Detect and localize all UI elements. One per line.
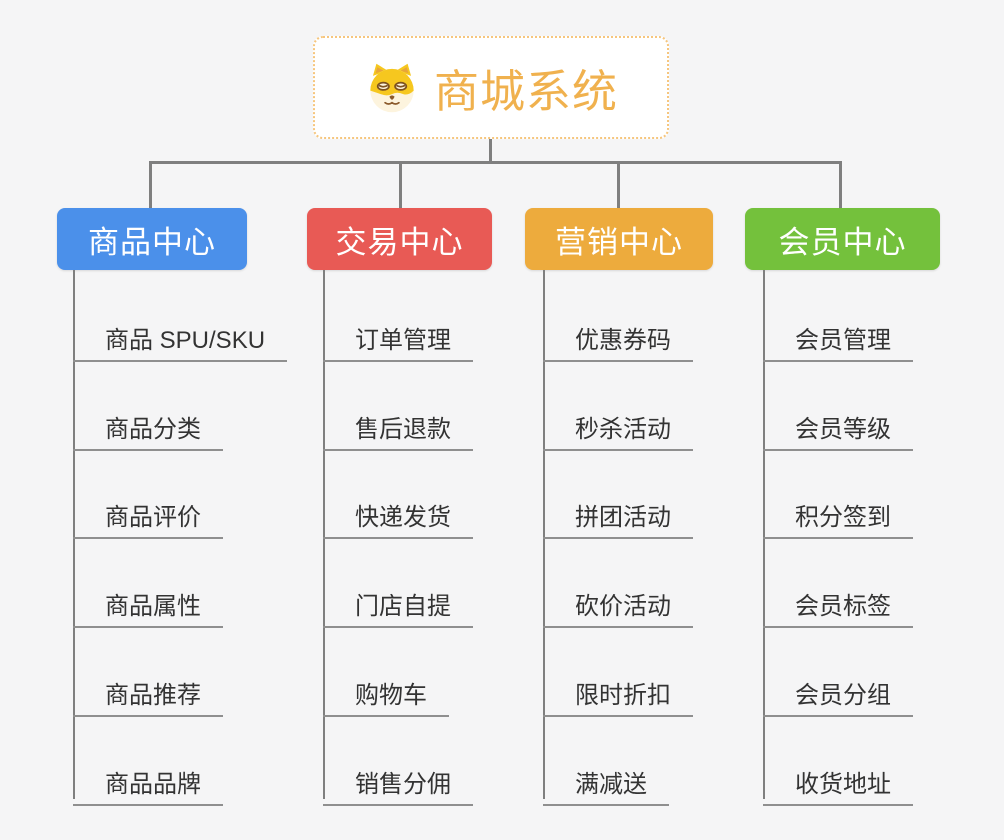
sub-item-label: 会员管理 [795,327,891,354]
sub-item[interactable]: 秒杀活动 [543,404,693,451]
connector-drop-3 [617,161,620,209]
sub-item[interactable]: 商品评价 [73,492,223,539]
sub-item-label: 销售分佣 [355,771,451,798]
sub-item[interactable]: 销售分佣 [323,759,473,806]
sub-item[interactable]: 会员标签 [763,581,913,628]
sub-item[interactable]: 收货地址 [763,759,913,806]
sub-item-label: 会员分组 [795,682,891,709]
sub-item[interactable]: 优惠券码 [543,315,693,362]
sub-item[interactable]: 商品分类 [73,404,223,451]
sub-item-label: 限时折扣 [575,682,671,709]
sub-item[interactable]: 积分签到 [763,492,913,539]
sub-item-label: 商品分类 [105,416,201,443]
sub-item-label: 订单管理 [355,327,451,354]
connector-drop-4 [839,161,842,209]
branch-node-members[interactable]: 会员中心 [745,208,940,270]
sub-item-label: 快递发货 [355,504,451,531]
sub-item[interactable]: 拼团活动 [543,492,693,539]
sub-item-label: 优惠券码 [575,327,671,354]
doge-dog-icon [370,63,414,112]
sub-item-label: 收货地址 [795,771,891,798]
connector-bus [149,161,841,164]
sub-item-label: 积分签到 [795,504,891,531]
sub-item-label: 购物车 [355,682,427,709]
connector-root-stem [489,139,492,163]
sub-item-label: 满减送 [575,771,647,798]
sub-item[interactable]: 售后退款 [323,404,473,451]
connector-drop-2 [399,161,402,209]
sub-item[interactable]: 限时折扣 [543,670,693,717]
sub-item-label: 商品属性 [105,593,201,620]
root-title: 商城系统 [433,66,618,117]
sub-item-label: 商品推荐 [105,682,201,709]
sub-item-label: 门店自提 [355,593,451,620]
sub-item[interactable]: 商品属性 [73,581,223,628]
sub-item[interactable]: 商品品牌 [73,759,223,806]
root-node[interactable]: 商城系统 [313,36,669,139]
sub-item-label: 会员标签 [795,593,891,620]
sub-item-label: 拼团活动 [575,504,671,531]
sub-item[interactable]: 商品推荐 [73,670,223,717]
sub-item-label: 商品 SPU/SKU [105,327,266,354]
sub-item[interactable]: 满减送 [543,759,669,806]
sub-item[interactable]: 门店自提 [323,581,473,628]
branch-stem [73,270,75,799]
sub-item[interactable]: 会员等级 [763,404,913,451]
branch-stem [323,270,325,799]
branch-node-marketing[interactable]: 营销中心 [525,208,713,270]
connector-drop-1 [149,161,152,209]
branch-stem [763,270,765,799]
sub-item-label: 售后退款 [355,416,451,443]
branch-node-trade[interactable]: 交易中心 [307,208,492,270]
sub-item-label: 秒杀活动 [575,416,671,443]
sub-item[interactable]: 商品 SPU/SKU [73,315,288,362]
sub-item-label: 会员等级 [795,416,891,443]
sub-item[interactable]: 购物车 [323,670,449,717]
sub-item[interactable]: 快递发货 [323,492,473,539]
sub-item[interactable]: 会员管理 [763,315,913,362]
branch-stem [543,270,545,799]
branch-node-products[interactable]: 商品中心 [57,208,247,270]
sub-item[interactable]: 订单管理 [323,315,473,362]
sub-item-label: 砍价活动 [575,593,671,620]
sub-item-label: 商品品牌 [105,771,201,798]
sub-item[interactable]: 砍价活动 [543,581,693,628]
sub-item[interactable]: 会员分组 [763,670,913,717]
sub-item-label: 商品评价 [105,504,201,531]
